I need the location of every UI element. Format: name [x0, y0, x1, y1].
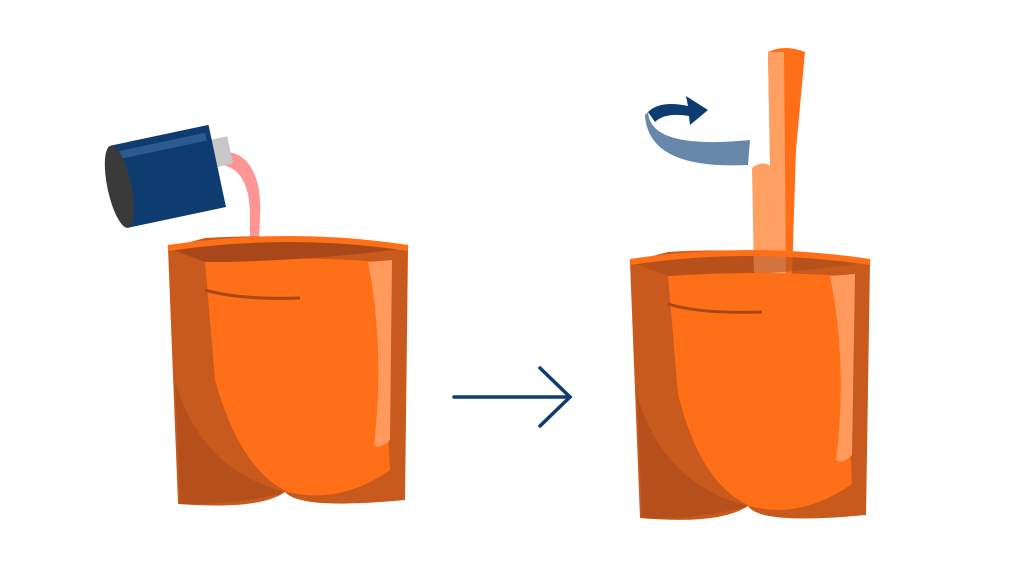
bag-right-front	[629, 250, 871, 519]
bag-left	[167, 236, 409, 506]
stirrer	[752, 48, 805, 275]
process-arrow-icon	[452, 366, 573, 428]
rotate-arrow-icon	[645, 96, 750, 166]
paint-can-icon	[104, 124, 234, 228]
